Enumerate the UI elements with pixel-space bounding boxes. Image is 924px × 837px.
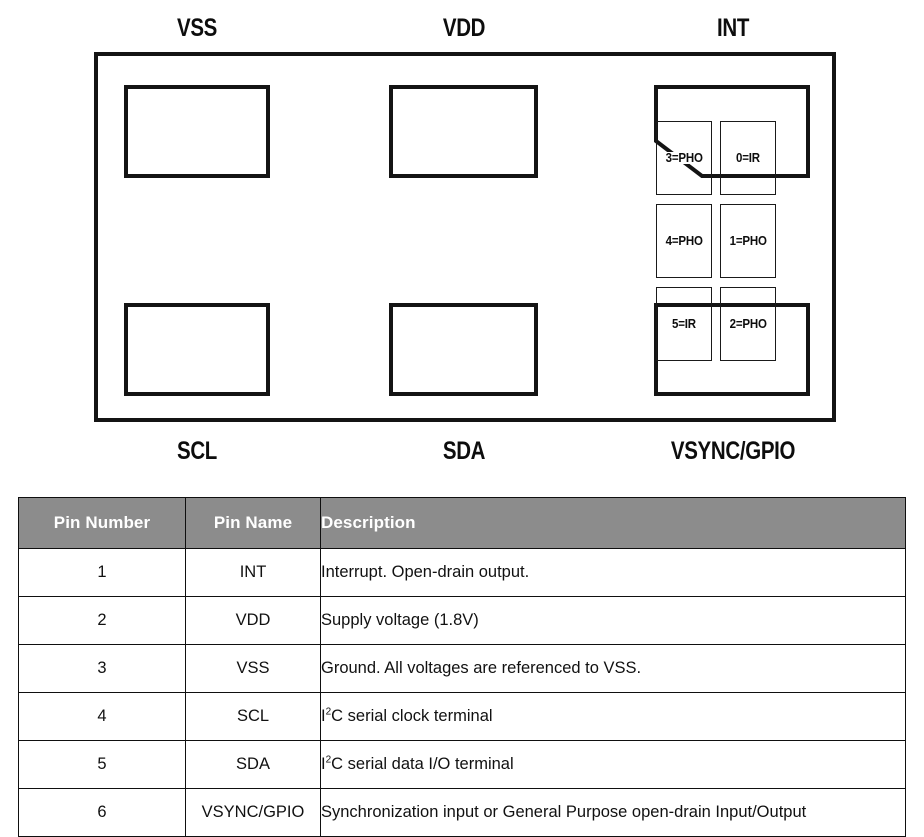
description-text-tail: C serial clock terminal: [331, 707, 493, 725]
pad-sda: [389, 303, 538, 396]
sensor-cell-0-ir: 0=IR: [720, 121, 776, 195]
cell-pin-number: 2: [18, 596, 186, 645]
table-row: 6 VSYNC/GPIO Synchronization input or Ge…: [18, 788, 906, 837]
pin-description-table: Pin Number Pin Name Description 1 INT In…: [18, 497, 906, 837]
cell-pin-number: 3: [18, 644, 186, 693]
sensor-cell-4-pho: 4=PHO: [656, 204, 712, 278]
pad-scl: [124, 303, 270, 396]
sensor-cell-label: 1=PHO: [728, 233, 768, 248]
pin-label-bottom-sda: SDA: [442, 437, 486, 465]
cell-description: I2C serial data I/O terminal: [320, 740, 906, 789]
sensor-cell-matrix: 3=PHO 0=IR 4=PHO 1=PHO 5=IR 2=PHO: [656, 121, 776, 361]
pin-label-bottom-vsync-gpio: VSYNC/GPIO: [670, 437, 796, 465]
column-header-pin-number: Pin Number: [18, 497, 186, 549]
description-text: I: [321, 755, 326, 773]
cell-pin-number: 6: [18, 788, 186, 837]
pad-vdd: [389, 85, 538, 178]
sensor-cell-label: 2=PHO: [728, 316, 768, 331]
table-row: 3 VSS Ground. All voltages are reference…: [18, 644, 906, 693]
cell-pin-name: INT: [185, 548, 321, 597]
table-body: 1 INT Interrupt. Open-drain output. 2 VD…: [18, 548, 906, 837]
description-superscript: 2: [325, 706, 332, 718]
pin-label-top-vdd: VDD: [442, 14, 486, 42]
cell-pin-number: 4: [18, 692, 186, 741]
description-text: Ground. All voltages are referenced to V…: [321, 659, 642, 677]
cell-description: Ground. All voltages are referenced to V…: [320, 644, 906, 693]
pin-label-bottom-scl: SCL: [176, 437, 218, 465]
pin-label-top-vss: VSS: [176, 14, 218, 42]
description-superscript: 2: [325, 754, 332, 766]
cell-description: Interrupt. Open-drain output.: [320, 548, 906, 597]
description-text: I: [321, 707, 326, 725]
package-pinout-diagram: VSS VDD INT 3=PHO 0=IR 4=PHO 1=PHO: [94, 14, 836, 465]
sensor-cell-label: 0=IR: [735, 150, 761, 165]
column-header-pin-name: Pin Name: [185, 497, 321, 549]
sensor-cell-3-pho: 3=PHO: [656, 121, 712, 195]
description-text: Interrupt. Open-drain output.: [321, 563, 530, 581]
cell-description: Supply voltage (1.8V): [320, 596, 906, 645]
sensor-cell-label: 5=IR: [671, 316, 697, 331]
cell-pin-name: VDD: [185, 596, 321, 645]
cell-pin-name: SDA: [185, 740, 321, 789]
sensor-cell-label: 4=PHO: [664, 233, 704, 248]
cell-pin-name: VSYNC/GPIO: [185, 788, 321, 837]
description-text: Synchronization input or General Purpose…: [321, 803, 807, 821]
description-text: Supply voltage (1.8V): [321, 611, 479, 629]
sensor-cell-1-pho: 1=PHO: [720, 204, 776, 278]
table-row: 2 VDD Supply voltage (1.8V): [18, 596, 906, 645]
table-header: Pin Number Pin Name Description: [18, 497, 906, 549]
table-header-row: Pin Number Pin Name Description: [18, 497, 906, 549]
table-row: 4 SCL I2C serial clock terminal: [18, 692, 906, 741]
cell-description: I2C serial clock terminal: [320, 692, 906, 741]
cell-pin-name: VSS: [185, 644, 321, 693]
cell-description: Synchronization input or General Purpose…: [320, 788, 906, 837]
cell-pin-number: 5: [18, 740, 186, 789]
sensor-cell-label: 3=PHO: [664, 150, 704, 165]
table-row: 1 INT Interrupt. Open-drain output.: [18, 548, 906, 597]
column-header-description: Description: [320, 497, 906, 549]
pad-vss: [124, 85, 270, 178]
sensor-cell-5-ir: 5=IR: [656, 287, 712, 361]
description-text-tail: C serial data I/O terminal: [331, 755, 514, 773]
sensor-cell-2-pho: 2=PHO: [720, 287, 776, 361]
cell-pin-name: SCL: [185, 692, 321, 741]
pin-label-top-int: INT: [716, 14, 750, 42]
table-row: 5 SDA I2C serial data I/O terminal: [18, 740, 906, 789]
cell-pin-number: 1: [18, 548, 186, 597]
